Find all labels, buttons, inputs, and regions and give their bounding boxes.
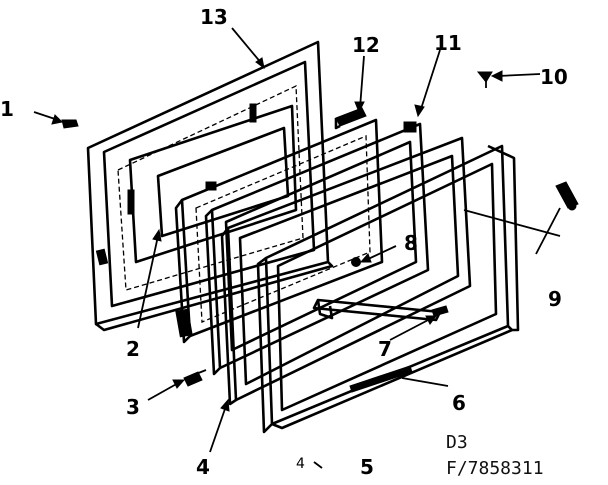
door-liner-panel <box>174 118 384 344</box>
door-handle <box>312 298 449 322</box>
callout-7: 7 <box>378 337 392 361</box>
door-inner-glass-panel <box>204 121 430 376</box>
callout-5: 5 <box>360 455 374 479</box>
drawing-code-line2: F/7858311 <box>446 458 544 479</box>
drawing-code-line1: D3 <box>446 432 468 453</box>
stud-part-8 <box>351 257 361 267</box>
callout-9: 9 <box>548 287 562 311</box>
door-outer-panel <box>86 40 334 332</box>
callout-13: 13 <box>200 5 228 29</box>
callout-1: 1 <box>0 97 14 121</box>
stray-mark: 4 <box>296 456 305 472</box>
callout-3: 3 <box>126 395 140 419</box>
screw-part-3 <box>183 369 207 387</box>
front-door-frame <box>256 144 520 434</box>
hinge-part-9 <box>555 181 579 211</box>
callout-6: 6 <box>452 391 466 415</box>
clip-bracket <box>334 107 367 130</box>
leader-lines <box>33 27 561 469</box>
callout-10: 10 <box>540 65 568 89</box>
inner-door-frame <box>220 136 472 406</box>
screw-part-10 <box>476 71 493 88</box>
screw-part-1 <box>61 119 79 129</box>
callout-2: 2 <box>126 337 140 361</box>
callout-12: 12 <box>352 33 380 57</box>
callout-4: 4 <box>196 455 210 479</box>
callout-11: 11 <box>434 31 462 55</box>
callout-8: 8 <box>404 231 418 255</box>
